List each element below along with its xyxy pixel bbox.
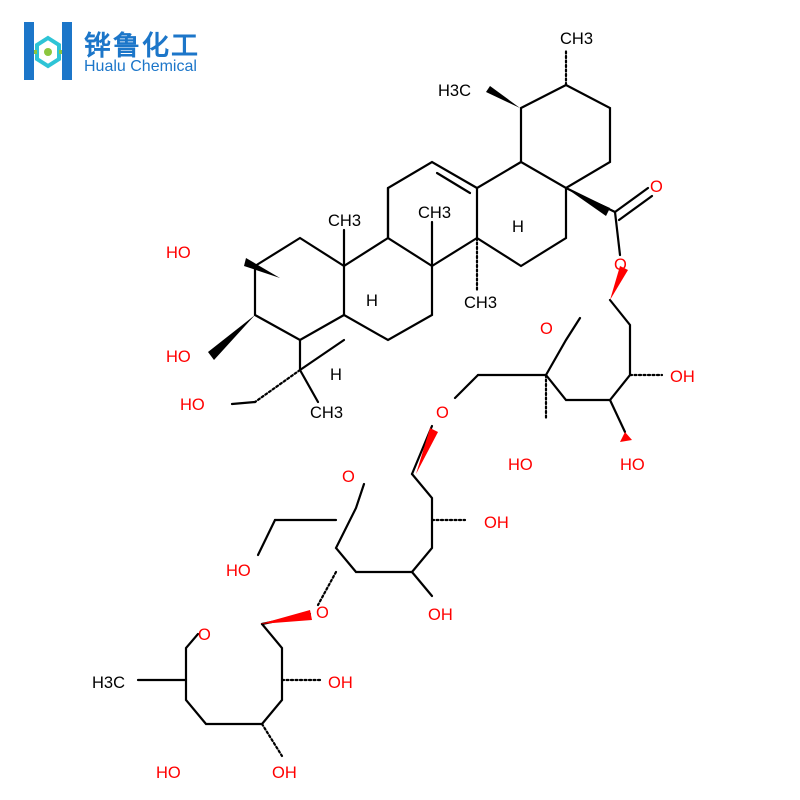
label-sugar2-oh-c2: OH (484, 514, 509, 532)
label-sugar2-ho-c6: HO (226, 562, 251, 580)
label-sugar3-oh-c2: OH (328, 674, 353, 692)
label-ch3-c4: CH3 (310, 404, 343, 422)
label-ch3-top: CH3 (560, 30, 593, 48)
label-sugar1-oh-c4: HO (508, 456, 533, 474)
bonds (136, 48, 664, 758)
atom-labels: CH3 H3C H CH3 CH3 CH3 H H CH3 HO HO HO O… (92, 30, 695, 782)
label-ch3-c14: CH3 (464, 294, 497, 312)
company-name-english: Hualu Chemical (84, 58, 197, 75)
oxygen-wedges (260, 266, 632, 624)
company-name-chinese: 铧鲁化工 (84, 31, 200, 62)
label-ester-o-carbonyl: O (650, 178, 663, 196)
label-ester-o-link: O (614, 256, 627, 274)
label-sugar1-ring-o: O (540, 320, 553, 338)
label-sugar2-ring-o: O (342, 468, 355, 486)
label-h-ring-d: H (512, 218, 524, 236)
label-h-c9: H (366, 292, 378, 310)
label-h3c-upper: H3C (438, 82, 471, 100)
label-ch3-c8: CH3 (418, 204, 451, 222)
label-ch3-c10: CH3 (328, 212, 361, 230)
wedge-bonds (208, 86, 610, 360)
label-ho-c23: HO (180, 396, 205, 414)
label-sugar2-oh-c3: OH (428, 606, 453, 624)
hualu-logo-icon (24, 22, 72, 80)
label-h3c-lower: H3C (92, 674, 125, 692)
label-sugar3-ring-o: O (198, 626, 211, 644)
label-sugar1-oh-c3: HO (620, 456, 645, 474)
label-sugar3-oh-c3: OH (272, 764, 297, 782)
label-glyco-o-6: O (436, 404, 449, 422)
label-h-c5: H (330, 366, 342, 384)
label-sugar3-oh-c4: HO (156, 764, 181, 782)
label-glyco-o-4: O (316, 604, 329, 622)
label-ho-c2: HO (166, 244, 191, 262)
hualu-logo: 铧鲁化工 Hualu Chemical (22, 18, 222, 84)
label-sugar1-oh-c2: OH (670, 368, 695, 386)
label-ho-c3: HO (166, 348, 191, 366)
